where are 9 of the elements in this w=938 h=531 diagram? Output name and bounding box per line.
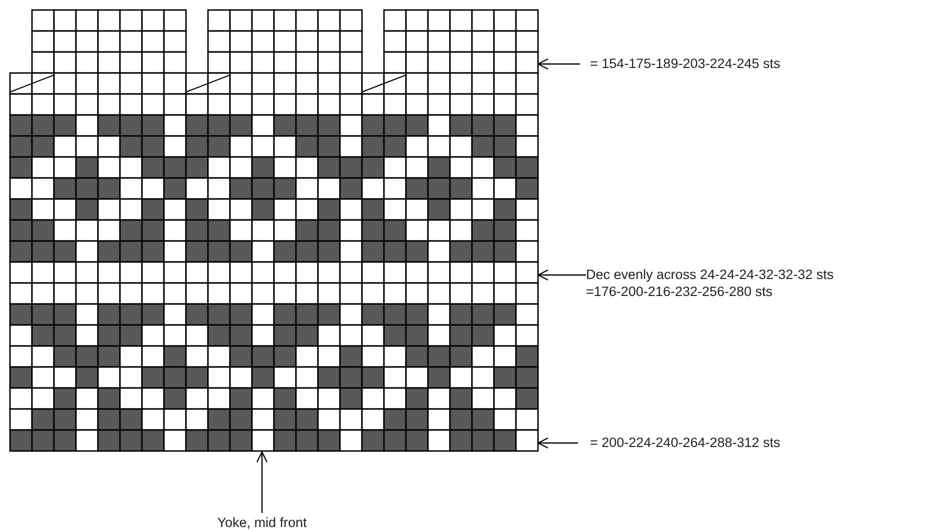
annotation-text: = 154-175-189-203-224-245 sts — [590, 55, 780, 72]
annotation-text: Yoke, mid front — [216, 514, 308, 531]
annotation-text: Dec evenly across 24-24-24-32-32-32 sts — [586, 266, 834, 283]
leader-arrow — [537, 269, 586, 281]
leader-arrow — [256, 451, 268, 513]
annotation-text: = 200-224-240-264-288-312 sts — [590, 434, 780, 451]
annotation-text: =176-200-216-232-256-280 sts — [586, 283, 774, 300]
leader-arrow — [537, 437, 578, 449]
leader-arrow — [537, 58, 580, 70]
